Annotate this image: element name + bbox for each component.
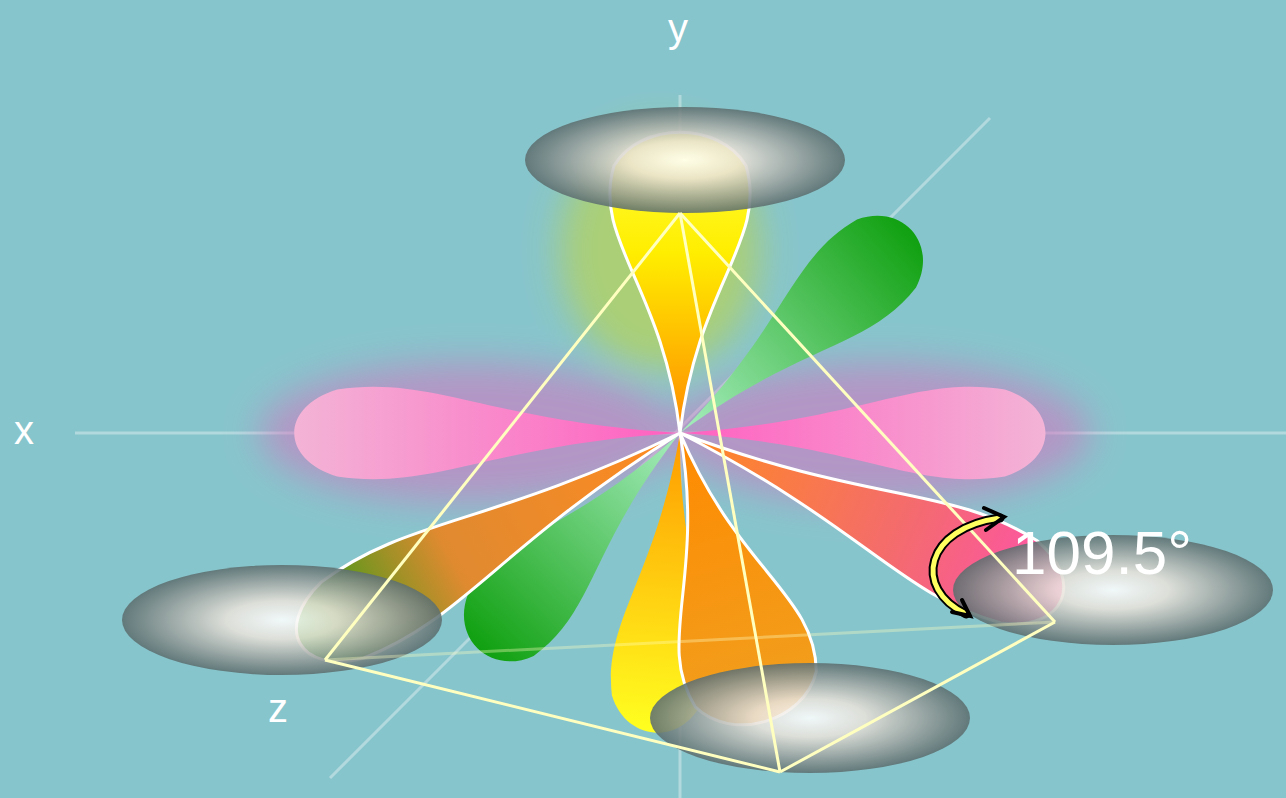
axis-label: x bbox=[14, 410, 34, 450]
angle-label: 109.5° bbox=[1012, 522, 1192, 584]
axis-label: y bbox=[668, 8, 688, 48]
axis-label: z bbox=[268, 688, 288, 728]
